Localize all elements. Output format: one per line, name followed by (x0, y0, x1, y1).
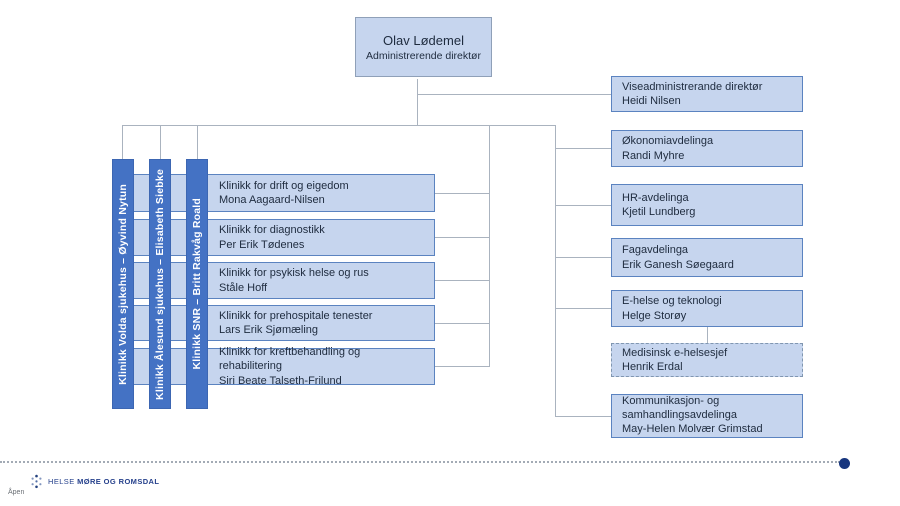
leader-name: Erik Ganesh Søegaard (622, 258, 734, 271)
unit-label: HR-avdelinga (622, 191, 689, 204)
unit-label: Viseadministrerande direktør (622, 80, 763, 93)
divider-end-dot (839, 458, 850, 469)
leader-name: Randi Myhre (622, 149, 685, 162)
unit-label: Klinikk for prehospitale tenester (219, 309, 373, 322)
helse-logo-icon (31, 474, 42, 489)
unit-label: Klinikk for psykisk helse og rus (219, 267, 369, 280)
unit-label: E-helse og teknologi (622, 295, 722, 308)
connector-staff-stub-4 (555, 308, 611, 309)
unit-label: Medisinsk e-helsesjef (622, 346, 728, 359)
leader-name: May-Helen Molvær Grimstad (622, 422, 763, 435)
bar-label: Klinikk Ålesund sjukehus – Elisabeth Sie… (154, 168, 166, 400)
unit-label: Økonomiavdelinga (622, 135, 714, 148)
connector-staff-trunk (555, 125, 556, 416)
connector-root-drop (417, 79, 418, 125)
org-box-ehelse: E-helse og teknologi Helge Storøy (611, 290, 803, 327)
org-box-deputy-director: Viseadministrerande direktør Heidi Nilse… (611, 76, 803, 112)
leader-name: Heidi Nilsen (622, 95, 681, 107)
leader-name: Per Erik Tødenes (219, 238, 305, 251)
unit-label: Klinikk for drift og eigedom (219, 179, 349, 192)
connector-clinic-stub-2 (435, 237, 490, 238)
unit-label: Kommunikasjon- og samhandlingsavdelinga (622, 395, 737, 422)
unit-label: Klinikk for diagnostikk (219, 224, 325, 237)
leader-name: Siri Beate Talseth-Frilund (219, 374, 342, 387)
logo-text-region: MØRE OG ROMSDAL (77, 477, 160, 486)
org-box-ceo: Olav Lødemel Administrerende direktør (355, 17, 492, 77)
logo-wordmark: HELSE MØRE OG ROMSDAL (48, 477, 159, 486)
connector-staff-stub-2 (555, 205, 611, 206)
ceo-name: Olav Lødemel (383, 32, 464, 48)
connector-clinic-stub-4 (435, 323, 490, 324)
org-box-medisinsk-ehelsesjef: Medisinsk e-helsesjef Henrik Erdal (611, 343, 803, 377)
org-bar-klinikk-snr: Klinikk SNR – Britt Rakvåg Roald (186, 159, 208, 409)
org-bar-klinikk-alesund: Klinikk Ålesund sjukehus – Elisabeth Sie… (149, 159, 171, 409)
leader-name: Ståle Hoff (219, 281, 268, 294)
connector-bar1-drop (122, 125, 123, 159)
connector-clinic-stub-1 (435, 193, 490, 194)
classification-label: Åpen (8, 489, 25, 496)
connector-clinic-trunk (489, 125, 490, 367)
ceo-title: Administrerende direktør (366, 49, 481, 62)
leader-name: Helge Storøy (622, 309, 687, 322)
org-box-finance: Økonomiavdelinga Randi Myhre (611, 130, 803, 167)
footer-dotted-divider (0, 461, 840, 463)
connector-ehelse-medisinsk (707, 327, 708, 343)
connector-bar3-drop (197, 125, 198, 159)
connector-bar2-drop (160, 125, 161, 159)
org-box-kommunikasjon: Kommunikasjon- og samhandlingsavdelinga … (611, 394, 803, 438)
connector-staff-stub-1 (555, 148, 611, 149)
connector-staff-stub-3 (555, 257, 611, 258)
connector-clinic-stub-3 (435, 280, 490, 281)
connector-staff-stub-5 (555, 416, 611, 417)
leader-name: Lars Erik Sjømæling (219, 324, 319, 336)
connector-clinic-stub-5 (435, 366, 490, 367)
org-bar-klinikk-volda: Klinikk Volda sjukehus – Øyvind Nytun (112, 159, 134, 409)
connector-to-deputy (417, 94, 611, 95)
bar-label: Klinikk SNR – Britt Rakvåg Roald (191, 198, 203, 370)
org-box-hr: HR-avdelinga Kjetil Lundberg (611, 184, 803, 226)
connector-main-horizontal (122, 125, 556, 126)
leader-name: Kjetil Lundberg (622, 206, 696, 218)
leader-name: Henrik Erdal (622, 361, 683, 373)
helse-more-romsdal-logo: HELSE MØRE OG ROMSDAL (29, 474, 159, 489)
bar-label: Klinikk Volda sjukehus – Øyvind Nytun (117, 183, 129, 385)
unit-label: Fagavdelinga (622, 244, 689, 257)
unit-label: Klinikk for kreftbehandling og rehabilit… (219, 346, 361, 373)
leader-name: Mona Aagaard-Nilsen (219, 194, 325, 206)
logo-text-helse: HELSE (48, 477, 75, 486)
org-box-fag: Fagavdelinga Erik Ganesh Søegaard (611, 238, 803, 277)
